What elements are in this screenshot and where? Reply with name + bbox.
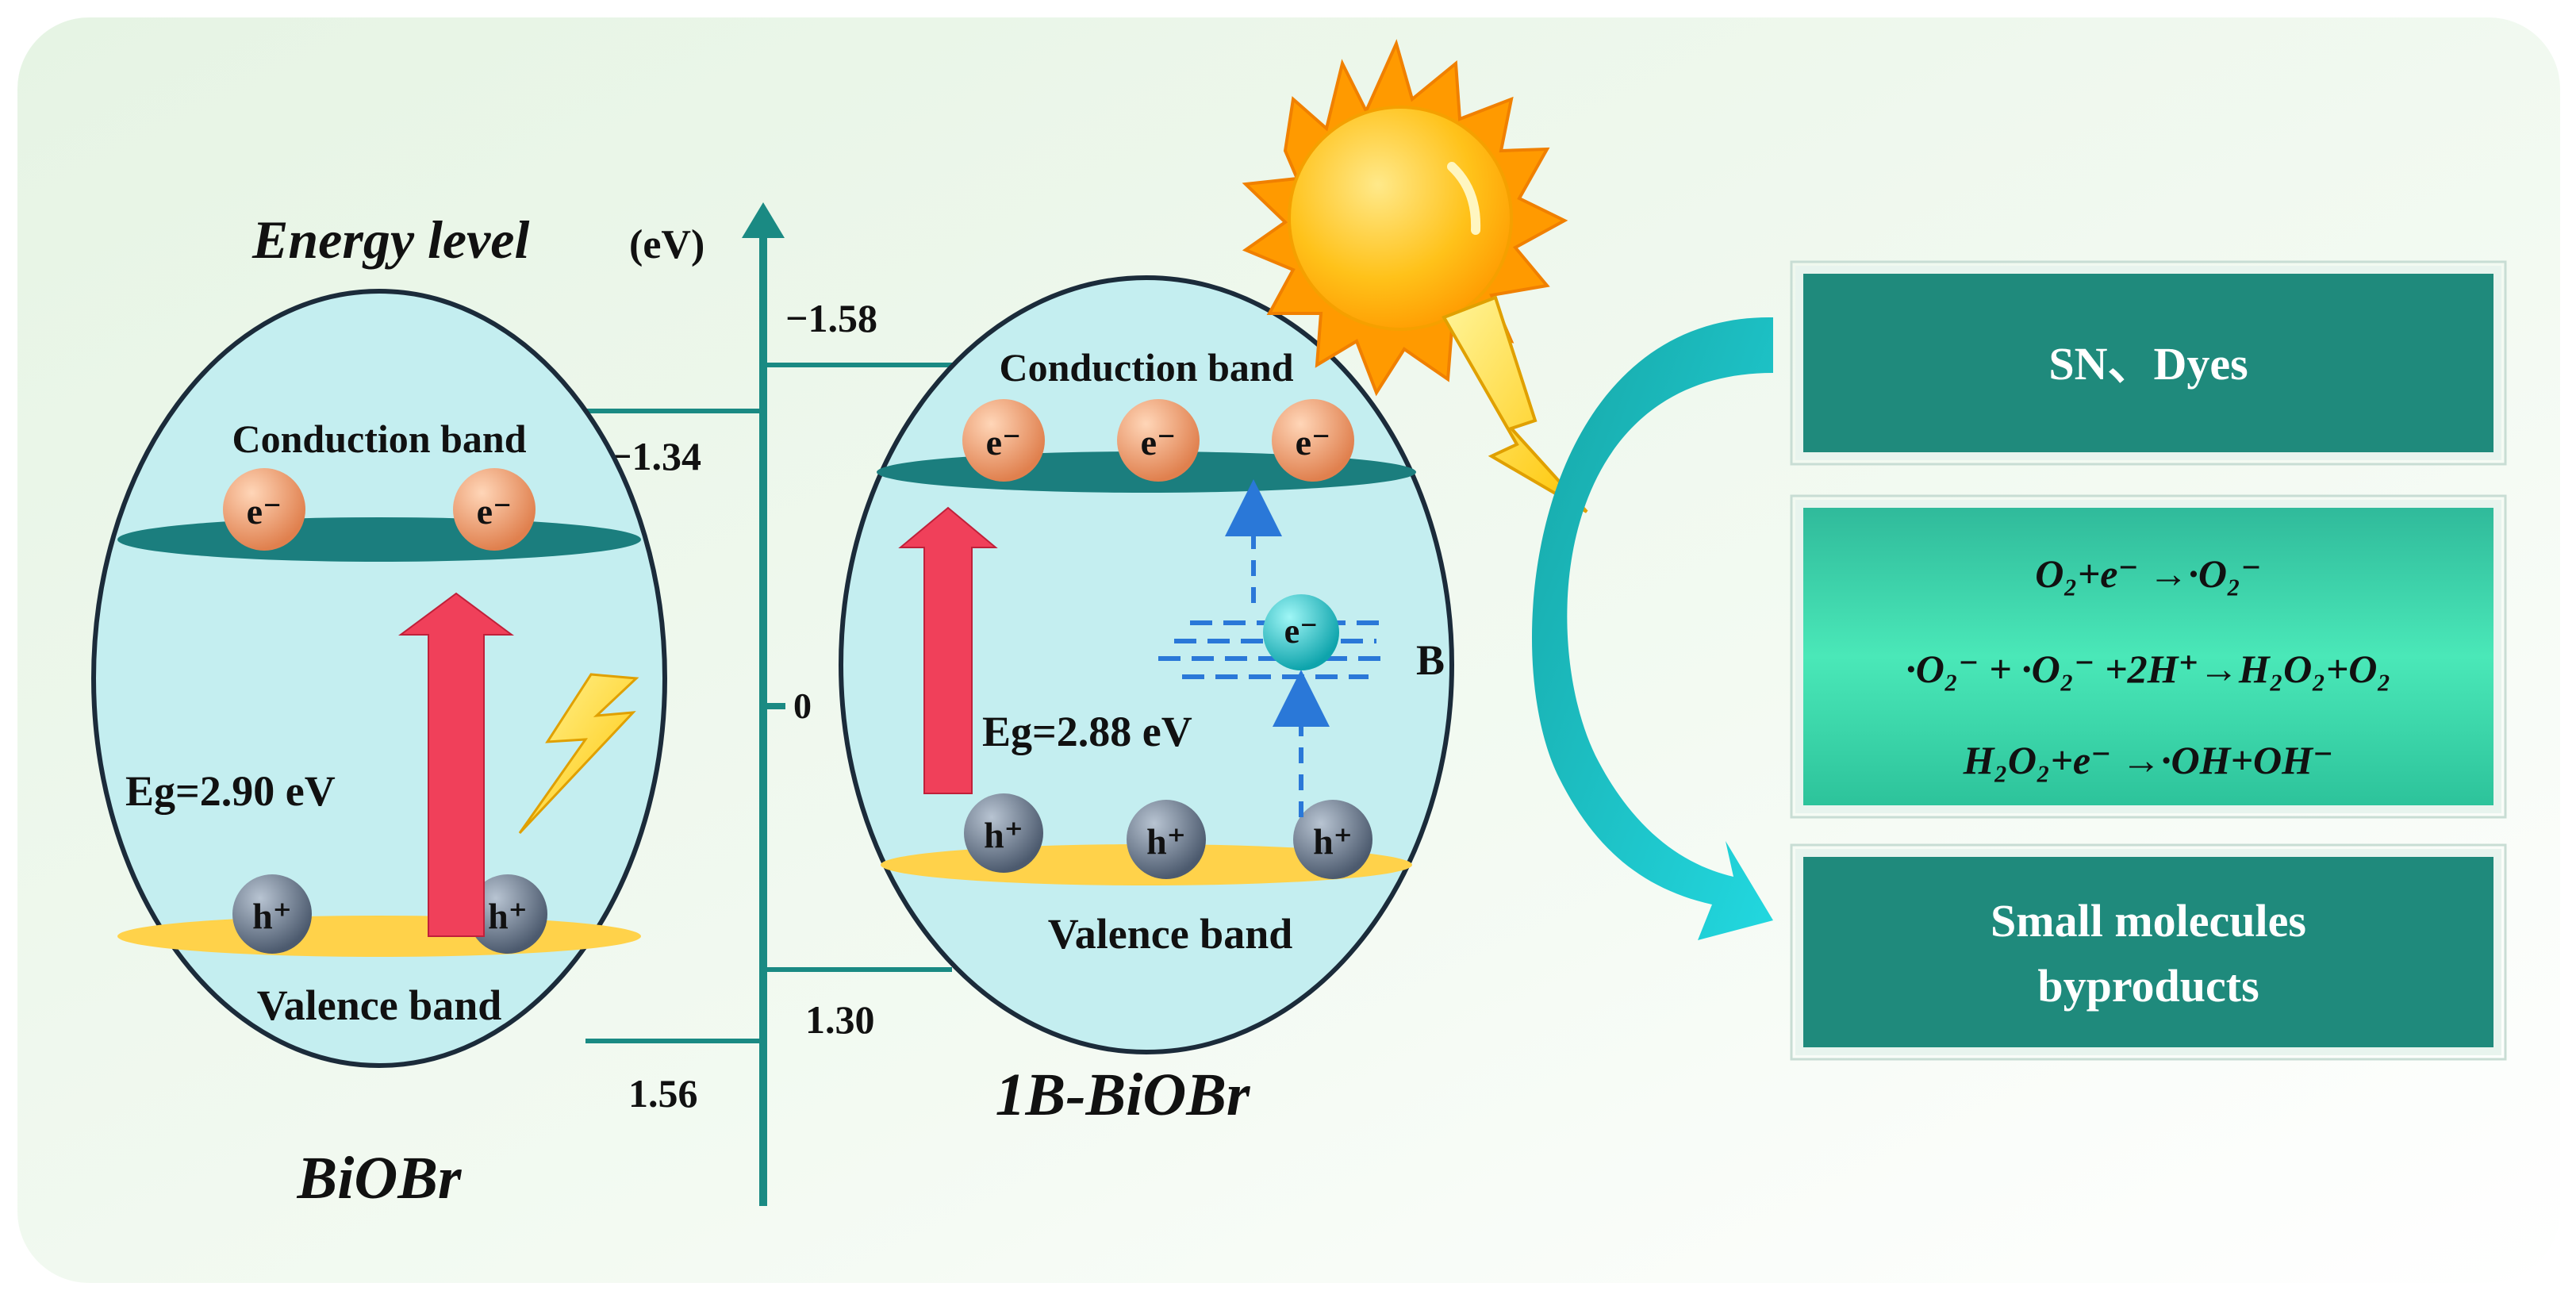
right-electron-2: e⁻: [1117, 399, 1200, 482]
left-conduction-band: [117, 517, 641, 562]
left-hole-2: h⁺: [468, 874, 547, 954]
right-excitation-arrow: [898, 506, 998, 794]
left-electron-1-label: e⁻: [247, 491, 282, 532]
left-vb-label: Valence band: [257, 981, 502, 1029]
left-bandgap: Eg=2.90 eV: [125, 767, 336, 815]
right-vb-label: Valence band: [1048, 910, 1293, 958]
sun-lightning-icon: [1442, 295, 1588, 513]
right-electron-3: e⁻: [1272, 399, 1354, 482]
left-cb-label: Conduction band: [232, 417, 527, 461]
left-material-name: BiOBr: [297, 1145, 463, 1212]
equation-3: H₂O₂+e⁻ →·OH+OH⁻: [1963, 738, 2334, 782]
left-electron-2: e⁻: [453, 468, 536, 551]
cycle-arrow: [1531, 317, 1773, 940]
right-cb-energy: −1.58: [785, 296, 877, 340]
zero-label: 0: [793, 686, 812, 726]
left-cb-energy: −1.34: [609, 434, 701, 478]
right-hole-1: h⁺: [964, 793, 1043, 873]
right-hole-3-label: h⁺: [1313, 821, 1353, 862]
left-lightning-icon: [518, 673, 639, 835]
products-line-2: byproducts: [2037, 960, 2259, 1012]
axis-unit: (eV): [629, 222, 704, 267]
equation-2: ·O₂⁻ + ·O₂⁻ +2H⁺→H₂O₂+O₂: [1906, 647, 2391, 691]
left-electron-2-label: e⁻: [477, 491, 513, 532]
right-electron-1-label: e⁻: [986, 422, 1022, 463]
right-hole-2: h⁺: [1127, 800, 1206, 879]
right-hole-2-label: h⁺: [1146, 821, 1186, 862]
right-hole-1-label: h⁺: [984, 815, 1023, 855]
equation-1: O₂+e⁻ →·O₂⁻: [2035, 551, 2262, 596]
products-box: Small molecules byproducts: [1790, 843, 2507, 1061]
axis-title: Energy level: [251, 209, 529, 270]
right-vb-energy: 1.30: [805, 997, 875, 1042]
right-hole-3: h⁺: [1293, 800, 1372, 879]
equations-box: O₂+e⁻ →·O₂⁻ ·O₂⁻ + ·O₂⁻ +2H⁺→H₂O₂+O₂ H₂O…: [1790, 494, 2507, 819]
right-electron-1: e⁻: [962, 399, 1045, 482]
right-cb-label: Conduction band: [1000, 345, 1294, 390]
left-vb-energy: 1.56: [628, 1071, 698, 1116]
right-material-name: 1B-BiOBr: [996, 1062, 1251, 1128]
right-bandgap: Eg=2.88 eV: [982, 708, 1192, 755]
left-electron-1: e⁻: [223, 468, 305, 551]
defect-level-label: B: [1416, 636, 1445, 684]
right-semiconductor: Conduction band Valence band e⁻ e⁻ e⁻ h⁺…: [839, 275, 1454, 1054]
pollutants-box: SN、Dyes: [1790, 260, 2507, 466]
left-valence-band: [117, 916, 641, 957]
products-line-1: Small molecules: [1991, 895, 2306, 947]
defect-electron: e⁻: [1263, 594, 1339, 670]
right-electron-3-label: e⁻: [1296, 422, 1331, 463]
left-hole-1: h⁺: [232, 874, 312, 954]
left-excitation-arrow: [397, 592, 515, 937]
left-hole-1-label: h⁺: [252, 896, 292, 936]
axis-arrowhead: [742, 202, 785, 238]
defect-electron-label: e⁻: [1284, 612, 1319, 651]
left-semiconductor: Conduction band Valence band e⁻ e⁻ h⁺ h⁺…: [91, 289, 667, 1068]
pollutants-text: SN、Dyes: [2048, 338, 2248, 390]
right-electron-2-label: e⁻: [1141, 422, 1177, 463]
left-hole-2-label: h⁺: [488, 896, 528, 936]
